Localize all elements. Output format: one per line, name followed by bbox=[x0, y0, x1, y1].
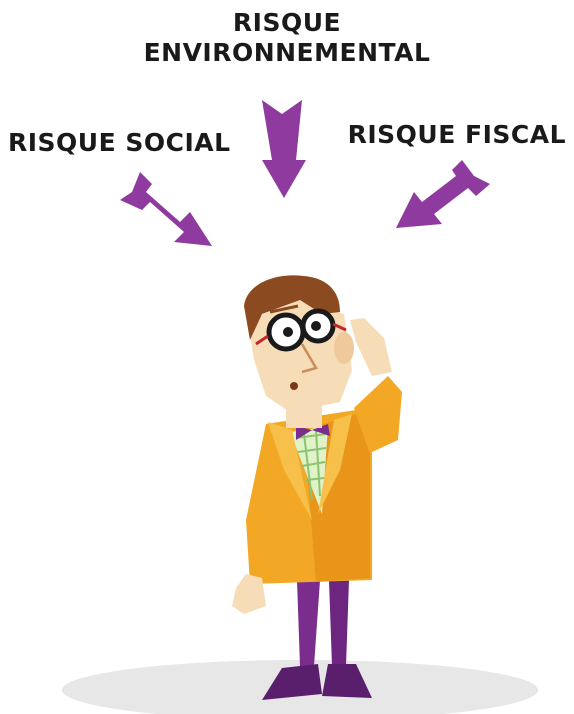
glasses-icon bbox=[255, 304, 347, 352]
head bbox=[244, 275, 354, 412]
risk-environment-label: RISQUE ENVIRONNEMENTAL bbox=[0, 8, 574, 68]
risk-social-label: RISQUE SOCIAL bbox=[8, 128, 231, 157]
arrow-environment-icon bbox=[262, 100, 306, 198]
risk-fiscal-label: RISQUE FISCAL bbox=[347, 120, 566, 149]
jacket-lapels bbox=[268, 414, 352, 520]
risk-environment-label-line2: ENVIRONNEMENTAL bbox=[143, 38, 431, 67]
arrow-fiscal-icon bbox=[396, 160, 490, 228]
risk-environment-label-line1: RISQUE bbox=[232, 8, 342, 37]
shirt bbox=[290, 424, 330, 514]
arrow-social-icon bbox=[120, 172, 212, 246]
left-hand bbox=[232, 574, 266, 614]
raised-arm bbox=[350, 318, 402, 452]
